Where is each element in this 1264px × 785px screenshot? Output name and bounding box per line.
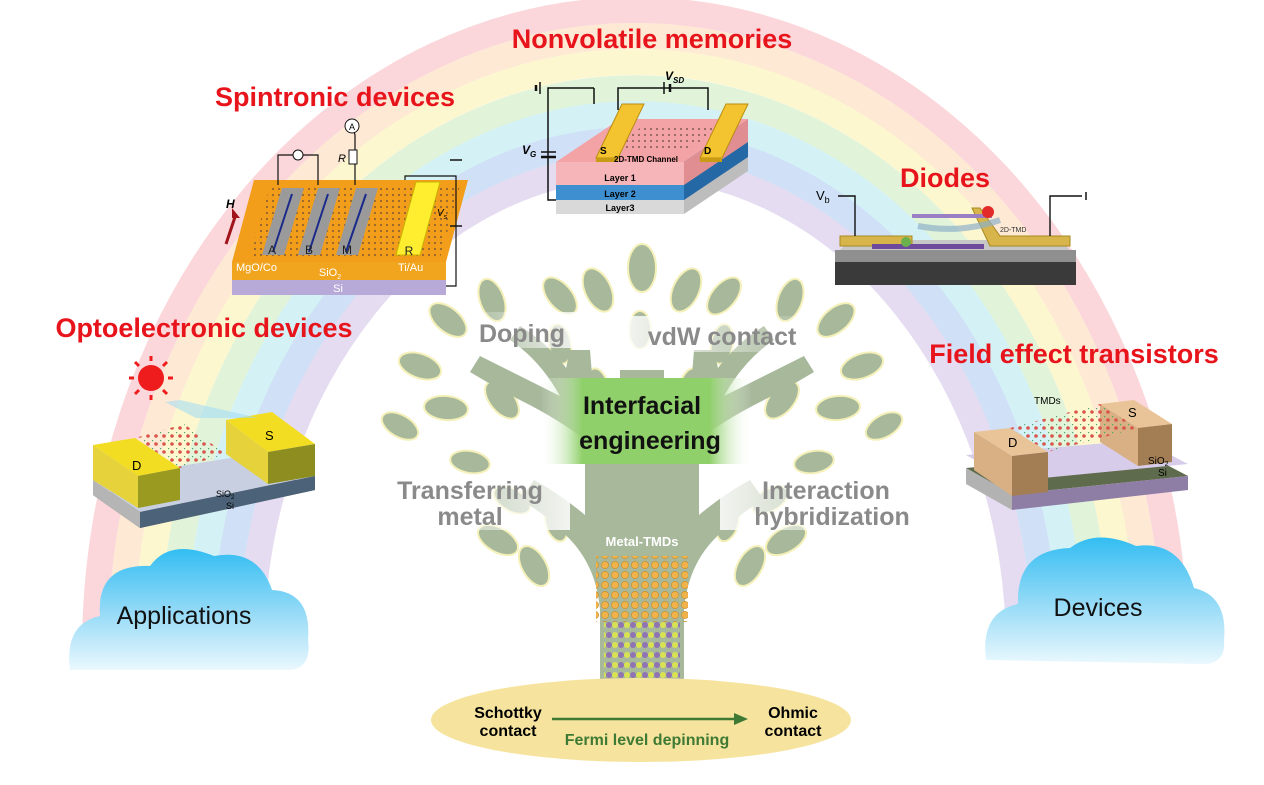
contact-a-label: A xyxy=(268,243,276,257)
opto-d-label: D xyxy=(132,458,141,473)
contact-r-label: R xyxy=(405,244,414,258)
opto-s-label: S xyxy=(265,428,274,443)
tree: Metal-TMDs Interfacial engineering Dopin… xyxy=(380,243,920,700)
tiau-label: Ti/Au xyxy=(398,262,423,274)
center-box xyxy=(540,378,752,464)
fet-tmds-label: TMDs xyxy=(1034,396,1061,407)
base: Schottky contact Ohmic contact Fermi lev… xyxy=(431,678,851,762)
fermi-label: Fermi level depinning xyxy=(565,732,729,749)
fet-si-label: Si xyxy=(1158,468,1167,479)
interaction-label-line2: hybridization xyxy=(754,503,910,531)
ohmic-line2: contact xyxy=(765,723,823,740)
spintronic-device: H R A Vs A B M R MgO/Co Ti/Au SiO2 Si xyxy=(224,118,468,295)
heading-diodes: Diodes xyxy=(900,163,990,193)
memory-layer3-label: Layer3 xyxy=(605,203,634,213)
heading-field-effect-transistors: Field effect transistors xyxy=(929,339,1219,369)
svg-text:Vs: Vs xyxy=(437,208,448,221)
opto-device: D S SiO2 Si xyxy=(93,356,315,528)
resistor-r-label: R xyxy=(338,153,346,165)
opto-si-label: Si xyxy=(226,501,234,511)
diode-device: Vb 2D-TMD xyxy=(816,188,1087,285)
memory-source-label: S xyxy=(600,146,607,157)
cloud-right: Devices xyxy=(985,537,1225,664)
vg-sub: G xyxy=(530,150,536,159)
ammeter-label: A xyxy=(349,122,355,132)
contact-m-label: M xyxy=(342,243,352,257)
vg-label: V xyxy=(522,143,531,157)
heading-optoelectronic-devices: Optoelectronic devices xyxy=(55,313,352,343)
diode-tmd-label: 2D-TMD xyxy=(1000,227,1026,234)
field-h-label: H xyxy=(226,197,235,211)
memory-drain-label: D xyxy=(704,146,711,157)
schottky-line2: contact xyxy=(480,723,538,740)
heading-spintronic-devices: Spintronic devices xyxy=(215,82,455,112)
svg-text:Vb: Vb xyxy=(816,188,830,205)
cloud-left: Applications xyxy=(69,548,309,670)
applications-label: Applications xyxy=(117,602,252,630)
vs-sub: s xyxy=(444,214,448,221)
opto-sio2-sub: 2 xyxy=(231,495,235,501)
transferring-label-line1: Transferring xyxy=(397,477,543,505)
interaction-label-line1: Interaction xyxy=(762,477,890,505)
vsd-sub: SD xyxy=(673,76,684,85)
spin-sio2-sub: 2 xyxy=(337,274,341,281)
contact-b-label: B xyxy=(305,243,313,257)
center-label-line1: Interfacial xyxy=(583,392,701,420)
svg-text:SiO2: SiO2 xyxy=(216,489,235,501)
fet-device: D S TMDs SiO2 Si xyxy=(966,396,1188,510)
vb-label: V xyxy=(816,188,825,203)
ohmic-line1: Ohmic xyxy=(768,705,818,722)
spin-si-label: Si xyxy=(333,283,343,295)
vb-sub: b xyxy=(825,195,830,205)
opto-sio2-label: SiO xyxy=(216,489,231,499)
fet-d-label: D xyxy=(1008,435,1017,450)
metal-tmds-label: Metal-TMDs xyxy=(606,534,679,549)
svg-text:SiO2: SiO2 xyxy=(1148,456,1169,468)
memory-layer2-label: Layer 2 xyxy=(604,189,636,199)
doping-label: Doping xyxy=(479,320,565,348)
svg-text:SiO2: SiO2 xyxy=(319,267,341,281)
center-label-line2: engineering xyxy=(579,427,721,455)
vdw-contact-label: vdW contact xyxy=(648,323,797,351)
svg-text:VSD: VSD xyxy=(665,69,684,85)
transferring-label-line2: metal xyxy=(437,503,502,531)
memory-channel-label: 2D-TMD Channel xyxy=(614,155,678,164)
mgo-co-label: MgO/Co xyxy=(236,262,277,274)
devices-label: Devices xyxy=(1054,594,1143,622)
heading-nonvolatile-memories: Nonvolatile memories xyxy=(512,24,793,54)
fet-s-label: S xyxy=(1128,405,1137,420)
spin-sio2-label: SiO xyxy=(319,267,338,279)
memory-device: VSD VG S D 2D-TMD Channel Layer 1 Layer … xyxy=(522,69,749,214)
schottky-line1: Schottky xyxy=(474,705,542,722)
svg-text:VG: VG xyxy=(522,143,536,159)
fet-sio2-sub: 2 xyxy=(1165,461,1169,468)
fet-sio2-label: SiO xyxy=(1148,456,1165,467)
memory-layer1-label: Layer 1 xyxy=(604,173,636,183)
vs-label: V xyxy=(437,208,445,219)
vsd-label: V xyxy=(665,69,674,83)
